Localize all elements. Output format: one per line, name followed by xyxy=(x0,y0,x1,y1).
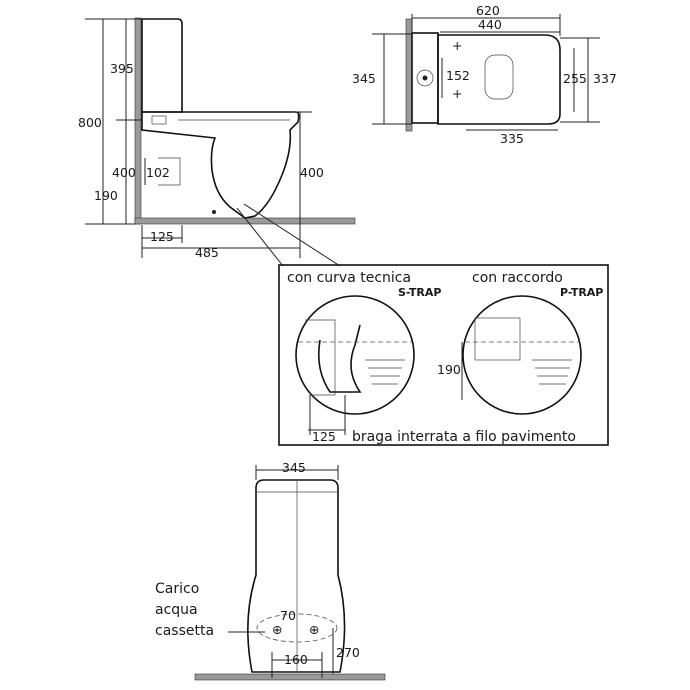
dim-inlet-spacing: 70 xyxy=(280,608,296,623)
s-trap-subtitle: S-TRAP xyxy=(398,286,441,299)
s-trap-dim: 125 xyxy=(312,429,336,444)
bowl-side xyxy=(141,111,300,219)
svg-text:+: + xyxy=(452,38,462,53)
svg-text:+: + xyxy=(452,86,462,101)
side-view: 800 395 400 190 102 400 125 485 xyxy=(78,17,356,267)
dim-hole-spacing: 152 xyxy=(446,68,470,83)
s-trap-curve xyxy=(317,324,362,393)
front-body xyxy=(247,479,346,673)
bowl-top xyxy=(437,34,561,125)
p-trap-water-lines xyxy=(532,359,572,385)
outlet-pipe xyxy=(158,157,181,186)
dim-outer-width: 337 xyxy=(593,71,617,86)
dim-fixing-spacing: 160 xyxy=(284,652,308,667)
s-trap-water-lines xyxy=(365,359,405,385)
detail-box: con curva tecnica S-TRAP con raccordo P-… xyxy=(278,264,609,446)
p-trap-dim: 190 xyxy=(437,362,461,377)
dim-total-height: 800 xyxy=(78,115,102,130)
s-trap-caption: braga interrata a filo pavimento xyxy=(352,429,576,445)
flush-hole xyxy=(416,69,434,87)
p-trap-title: con raccordo xyxy=(472,270,563,286)
dim-bowl-inner-length: 335 xyxy=(500,131,524,146)
flush-button xyxy=(151,115,167,125)
front-view: ⊕ ⊕ 345 70 160 270 Carico acqua cassetta xyxy=(155,460,386,681)
dim-seat-height-left: 400 xyxy=(112,165,136,180)
seat-opening xyxy=(484,54,514,100)
s-trap-title: con curva tecnica xyxy=(287,270,411,286)
svg-text:⊕: ⊕ xyxy=(272,622,282,637)
dim-trap-height: 190 xyxy=(94,188,118,203)
dim-fixing-height: 270 xyxy=(336,645,360,660)
note-line-3: cassetta xyxy=(155,623,214,639)
note-line-2: acqua xyxy=(155,602,198,618)
dim-seat-height-right: 400 xyxy=(300,165,324,180)
dim-front-width: 345 xyxy=(282,460,306,475)
dim-outlet-offset: 102 xyxy=(146,165,170,180)
dim-tank-height: 395 xyxy=(110,61,134,76)
p-trap-detail-circle xyxy=(462,295,582,415)
svg-text:⊕: ⊕ xyxy=(309,622,319,637)
wall xyxy=(134,17,142,225)
p-trap-subtitle: P-TRAP xyxy=(560,286,603,299)
s-trap-detail-circle xyxy=(295,295,415,415)
cistern-side xyxy=(141,18,183,113)
s-trap-wall xyxy=(305,319,336,396)
front-floor xyxy=(194,673,386,681)
outlet-point xyxy=(212,210,216,214)
water-inlet-ellipse xyxy=(256,613,338,643)
note-line-1: Carico xyxy=(155,581,199,597)
dim-outlet-distance: 125 xyxy=(150,229,174,244)
dim-depth: 485 xyxy=(195,245,219,260)
top-wall xyxy=(405,18,413,132)
top-view: + + 620 440 345 152 255 337 335 xyxy=(352,3,617,146)
dim-total-length: 620 xyxy=(476,3,500,18)
dim-tank-width: 345 xyxy=(352,71,376,86)
floor-slab xyxy=(134,217,356,225)
p-trap-connector xyxy=(474,317,521,361)
dim-inner-width: 255 xyxy=(563,71,587,86)
dim-bowl-length: 440 xyxy=(478,17,502,32)
